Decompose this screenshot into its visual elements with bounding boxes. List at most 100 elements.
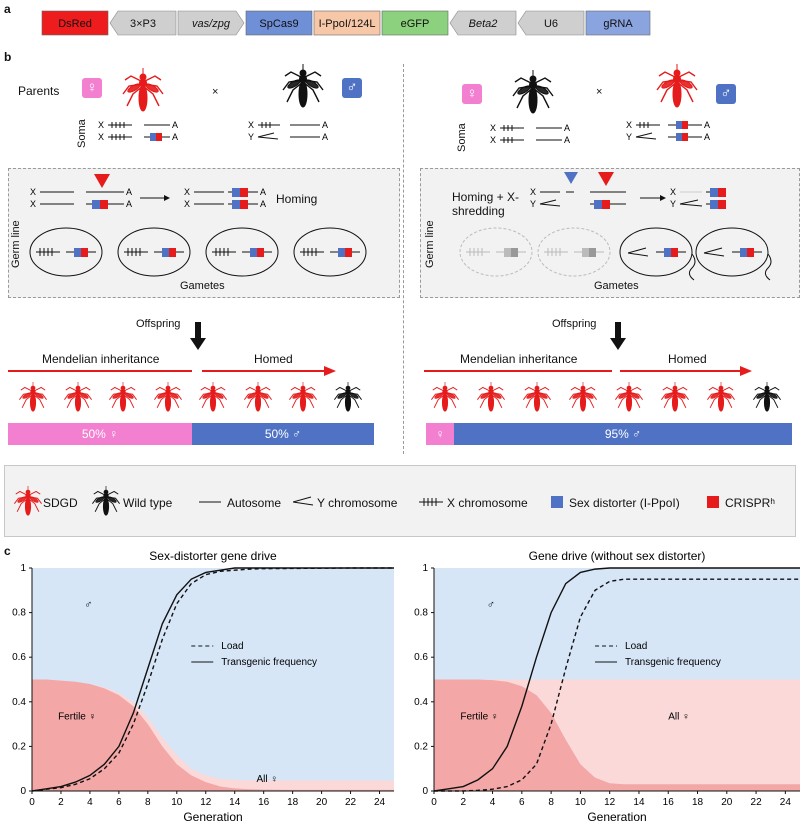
x-tick-label: 10 xyxy=(575,797,587,808)
svg-text:X: X xyxy=(248,120,254,130)
svg-text:X: X xyxy=(184,187,190,197)
panel-divider xyxy=(403,64,404,454)
legend-sex-distorter-label: Sex distorter (I-PpoI) xyxy=(569,496,680,510)
offspring-sdgd-mosquito xyxy=(431,382,459,412)
legend-crispr-label: CRISPRʰ xyxy=(725,496,775,510)
inheritance-arrow-right xyxy=(424,366,752,376)
svg-text:X: X xyxy=(530,187,536,197)
parent-sdgd-male-right xyxy=(656,64,698,108)
y-tick-label: 1 xyxy=(422,563,428,574)
all-female-annotation: All ♀ xyxy=(668,712,689,723)
svg-text:Y: Y xyxy=(670,199,676,209)
soma-label-left: Soma xyxy=(76,119,88,148)
y-tick-label: 0.8 xyxy=(414,608,428,619)
mendelian-label-right: Mendelian inheritance xyxy=(460,352,578,366)
construct-part-dsred: DsRed xyxy=(41,10,109,36)
cross-symbol-left: × xyxy=(212,86,219,98)
y-tick-label: 0.2 xyxy=(414,741,428,752)
offspring-sdgd-mosquito xyxy=(244,382,272,412)
svg-text:A: A xyxy=(564,135,570,145)
gamete xyxy=(117,227,191,277)
legend-x-chrom-label: X chromosome xyxy=(447,496,528,510)
offspring-sdgd-mosquito xyxy=(289,382,317,412)
svg-text:A: A xyxy=(564,123,570,133)
x-tick-label: 20 xyxy=(721,797,733,808)
x-tick-label: 18 xyxy=(692,797,704,808)
chart-title: Sex-distorter gene drive xyxy=(149,549,277,563)
parent-sdgd-female-left xyxy=(122,68,164,112)
male-bar-right: 95% ♂ xyxy=(454,423,792,445)
parent-wild-male-left xyxy=(282,64,324,108)
svg-text:Y: Y xyxy=(626,132,632,142)
svg-text:A: A xyxy=(126,199,132,209)
gamete-shredded xyxy=(537,227,611,277)
offspring-sdgd-mosquito xyxy=(19,382,47,412)
gamete xyxy=(205,227,279,277)
svg-text:A: A xyxy=(172,132,178,142)
legend-box: SDGD Wild type Autosome Y chromosome X c… xyxy=(4,465,796,537)
gamete xyxy=(619,227,696,281)
construct-label: 3×P3 xyxy=(130,18,156,30)
x-tick-label: 16 xyxy=(663,797,675,808)
svg-text:X: X xyxy=(626,120,632,130)
x-tick-label: 18 xyxy=(287,797,299,808)
panel-a-letter: a xyxy=(4,2,11,16)
construct-part-egfp: eGFP xyxy=(381,10,449,36)
gamete-shredded xyxy=(459,227,533,277)
homed-label-left: Homed xyxy=(254,352,293,366)
male-symbol-left: ♂ xyxy=(342,78,362,98)
x-tick-label: 12 xyxy=(200,797,212,808)
germline-box-left xyxy=(8,168,400,298)
svg-text:X: X xyxy=(184,199,190,209)
x-tick-label: 0 xyxy=(431,797,437,808)
gametes-label-right: Gametes xyxy=(594,280,639,292)
offspring-sdgd-mosquito xyxy=(707,382,735,412)
germline-box-right xyxy=(420,168,800,298)
offspring-sdgd-mosquito xyxy=(523,382,551,412)
legend-transgenic: Transgenic frequency xyxy=(221,657,317,668)
y-tick-label: 0.6 xyxy=(12,652,26,663)
construct-label: eGFP xyxy=(401,18,430,30)
female-bar-right: ♀ xyxy=(426,423,454,445)
offspring-arrow-right xyxy=(610,322,626,350)
legend-autosome-label: Autosome xyxy=(227,496,282,510)
y-tick-label: 1 xyxy=(20,563,26,574)
y-tick-label: 0 xyxy=(422,786,428,797)
female-bar-left: 50% ♀ xyxy=(8,423,192,445)
male-annotation: ♂ xyxy=(84,599,92,611)
x-tick-label: 24 xyxy=(374,797,386,808)
svg-text:X: X xyxy=(30,199,36,209)
offspring-wild-mosquito xyxy=(334,382,362,412)
construct-part-3-p3: 3×P3 xyxy=(109,10,177,36)
homing-xshred-label: Homing + X-shredding xyxy=(452,190,520,218)
gamete xyxy=(695,227,772,281)
offspring-sdgd-mosquito xyxy=(199,382,227,412)
svg-text:A: A xyxy=(704,132,710,142)
y-tick-label: 0.4 xyxy=(12,697,26,708)
svg-text:A: A xyxy=(322,120,328,130)
offspring-sdgd-mosquito xyxy=(569,382,597,412)
x-tick-label: 22 xyxy=(345,797,357,808)
legend-crispr-icon xyxy=(707,496,719,508)
construct-part-i-ppoi-124l: I-PpoI/124L xyxy=(313,10,381,36)
male-annotation: ♂ xyxy=(487,599,495,611)
panel-b-letter: b xyxy=(4,50,12,64)
x-axis-label: Generation xyxy=(183,810,242,824)
x-tick-label: 12 xyxy=(604,797,616,808)
x-tick-label: 0 xyxy=(29,797,35,808)
offspring-arrow-left xyxy=(190,322,206,350)
y-tick-label: 0.6 xyxy=(414,652,428,663)
y-tick-label: 0.4 xyxy=(414,697,428,708)
male-bar-left: 50% ♂ xyxy=(192,423,374,445)
construct-part-grna: gRNA xyxy=(585,10,651,36)
homing-diagram-left: XX AA XX AA xyxy=(30,174,266,209)
x-axis-label: Generation xyxy=(587,810,646,824)
offspring-label-right: Offspring xyxy=(552,318,597,330)
svg-text:Y: Y xyxy=(530,199,536,209)
panel-c-letter: c xyxy=(4,544,11,558)
offspring-sdgd-mosquito xyxy=(661,382,689,412)
